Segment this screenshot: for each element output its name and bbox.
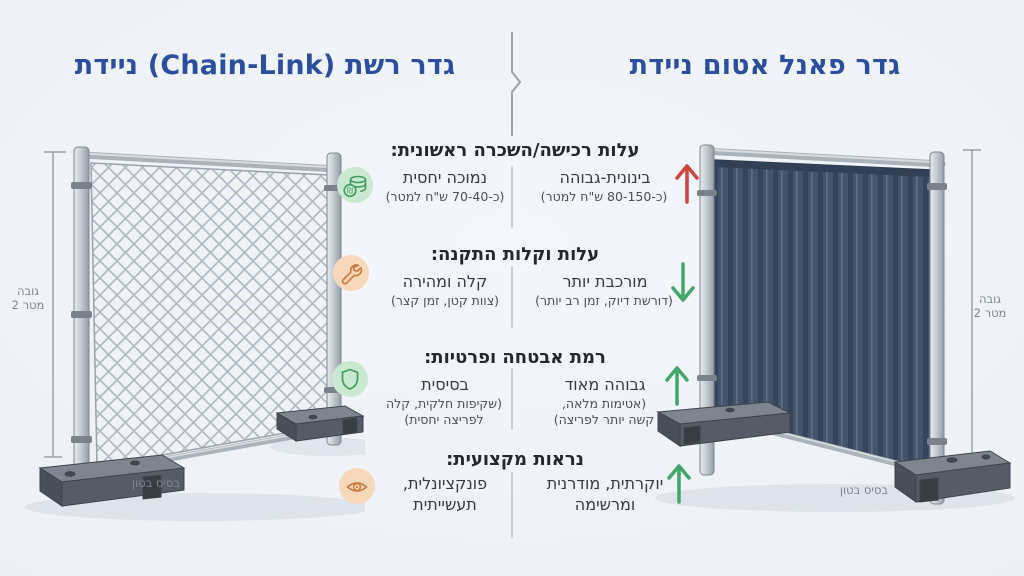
height-dimension-line-left: [44, 151, 66, 458]
row-divider: [511, 266, 513, 328]
row-divider: [511, 166, 513, 228]
chainlink-appearance-value: פונקציונלית, תעשייתית: [402, 474, 488, 514]
chainlink-security-value: בסיסית: [421, 375, 469, 394]
shield-icon: [332, 361, 368, 397]
height-label-left: גובה 2 מטר: [11, 284, 45, 312]
chainlink-installation-detail: (צוות קטן, זמן קצר): [390, 293, 500, 308]
panel-cost-value: בינונית-גבוהה: [559, 168, 651, 187]
panel-security-detail: (אטימות מלאה, קשה יותר לפריצה): [553, 396, 655, 427]
row-heading-appearance: נראות מקצועית:: [446, 449, 584, 470]
panel-fence-illustration: [655, 144, 1015, 512]
concrete-foot: [656, 401, 792, 447]
concrete-foot: [893, 450, 1012, 503]
wrench-icon: [333, 255, 369, 291]
trend-down-icon: [671, 262, 695, 302]
panel-installation-detail: (דורשת דיוק, זמן רב יותר): [535, 293, 673, 308]
trend-up-icon: [667, 464, 691, 504]
height-label-right: גובה 2 מטר: [973, 292, 1007, 320]
trend-up-icon: [675, 164, 699, 204]
chainlink-fence-illustration: [25, 146, 365, 521]
coins-icon: ₪: [337, 167, 373, 203]
row-heading-installation: עלות וקלות התקנה:: [430, 244, 600, 265]
concrete-foot: [275, 405, 365, 442]
chainlink-cost-value: נמוכה יחסית: [402, 168, 488, 187]
row-divider: [511, 472, 513, 538]
row-divider: [511, 368, 513, 430]
concrete-foot: [38, 454, 186, 507]
panel-fence-title: גדר פאנל אטום ניידת: [629, 50, 901, 81]
svg-text:₪: ₪: [347, 186, 353, 195]
chainlink-fence-title: גדר רשת (Chain-Link) ניידת: [74, 50, 456, 81]
panel-cost-detail: (כ-80-150 ש"ח למטר): [540, 189, 668, 204]
base-label-left: בסיס בטון: [131, 476, 181, 490]
row-heading-cost: עלות רכישה/השכרה ראשונית:: [390, 140, 640, 161]
row-heading-security: רמת אבטחה ופרטיות:: [424, 347, 606, 368]
panel-appearance-value: יוקרתית, מודרנית ומרשימה: [546, 474, 664, 514]
trend-up-icon: [665, 366, 689, 406]
fence-post: [697, 144, 947, 505]
panel-installation-value: מורכבת יותר: [562, 272, 648, 291]
center-divider-icon: [511, 32, 522, 136]
panel-security-value: גבוהה מאוד: [564, 375, 646, 394]
eye-icon: [339, 468, 375, 504]
chainlink-installation-value: קלה ומהירה: [402, 272, 488, 291]
base-label-right: בסיס בטון: [839, 483, 889, 497]
chainlink-security-detail: (שקיפות חלקית, קלה לפריצה יחסית): [385, 396, 503, 427]
chainlink-cost-detail: (כ-70-40 ש"ח למטר): [385, 189, 505, 204]
